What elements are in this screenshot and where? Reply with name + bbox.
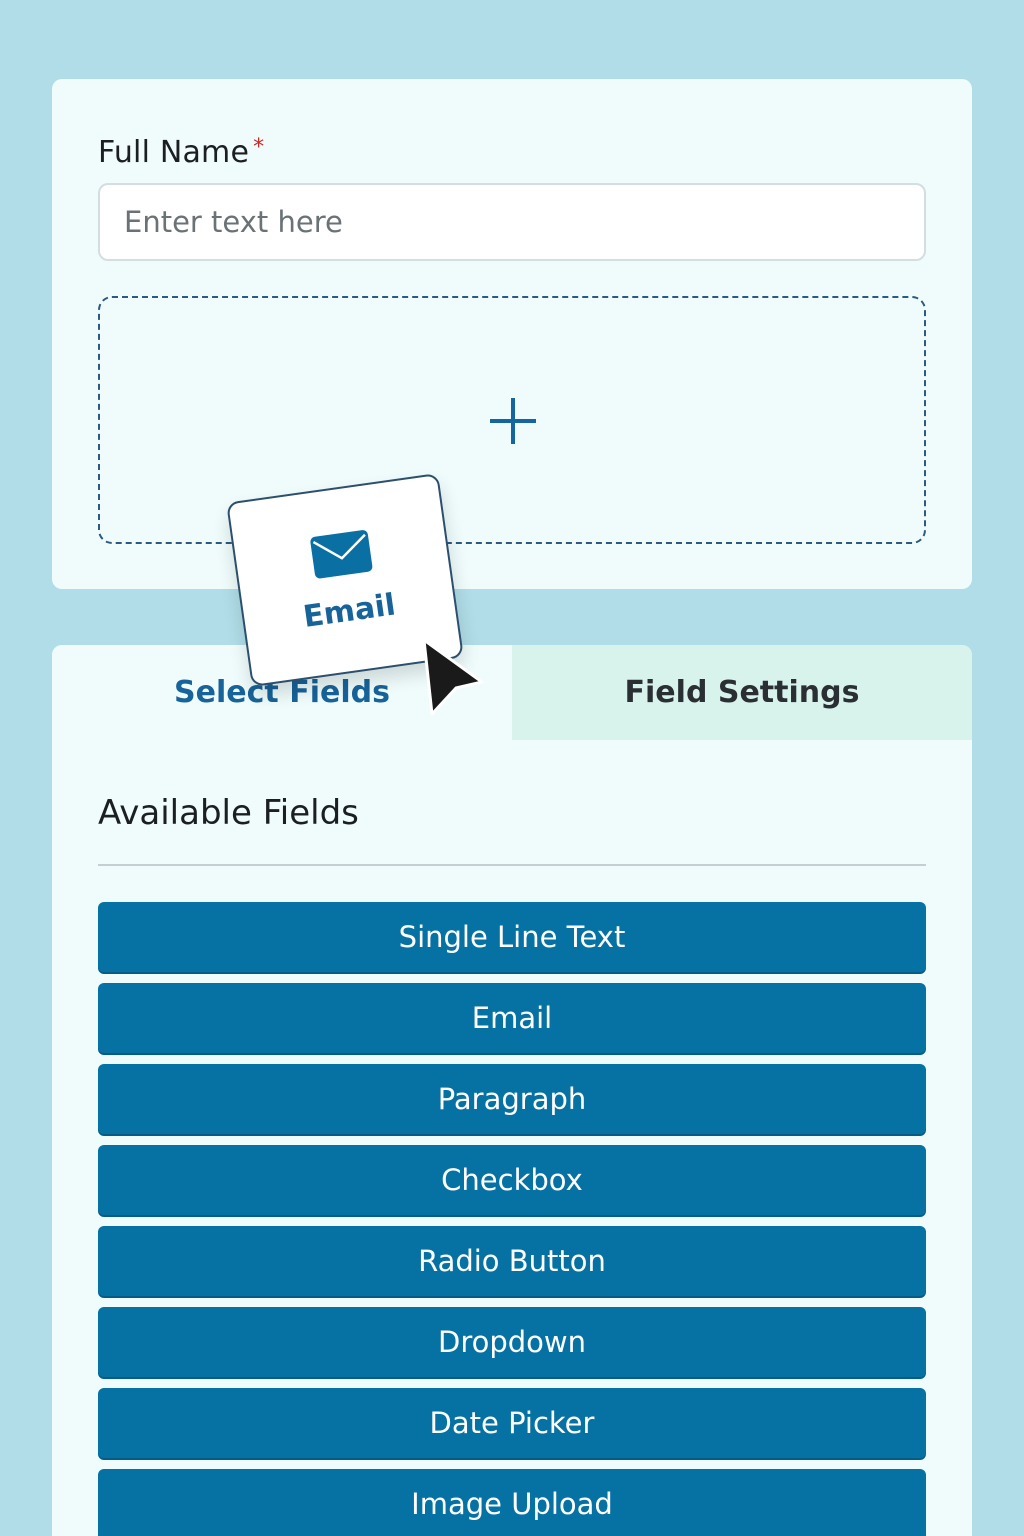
full-name-label: Full Name* <box>98 135 264 170</box>
field-list: Single Line Text Email Paragraph Checkbo… <box>98 902 926 1536</box>
field-button-radio-button[interactable]: Radio Button <box>98 1226 926 1296</box>
field-button-date-picker[interactable]: Date Picker <box>98 1388 926 1458</box>
field-button-dropdown[interactable]: Dropdown <box>98 1307 926 1377</box>
full-name-label-text: Full Name <box>98 135 250 170</box>
mouse-cursor-icon <box>422 638 484 716</box>
field-button-single-line-text[interactable]: Single Line Text <box>98 902 926 972</box>
dragged-email-field[interactable]: Email <box>226 473 464 687</box>
dragged-item-label: Email <box>301 586 398 635</box>
tab-field-settings[interactable]: Field Settings <box>512 645 972 740</box>
full-name-input[interactable] <box>98 183 926 261</box>
field-button-checkbox[interactable]: Checkbox <box>98 1145 926 1215</box>
field-drop-zone[interactable] <box>98 296 926 544</box>
field-button-image-upload[interactable]: Image Upload <box>98 1469 926 1536</box>
plus-icon <box>490 398 536 444</box>
required-asterisk: * <box>253 135 265 160</box>
field-button-email[interactable]: Email <box>98 983 926 1053</box>
form-canvas: Full Name* <box>52 79 972 589</box>
available-fields-title: Available Fields <box>98 793 359 833</box>
section-divider <box>98 864 926 866</box>
envelope-icon <box>310 529 373 578</box>
field-button-paragraph[interactable]: Paragraph <box>98 1064 926 1134</box>
fields-panel: Select Fields Field Settings Available F… <box>52 645 972 1536</box>
